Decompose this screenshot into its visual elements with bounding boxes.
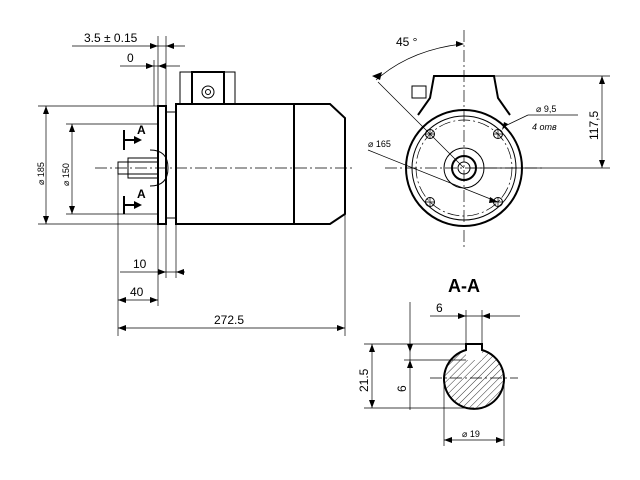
mount-hole-tl xyxy=(425,129,435,139)
terminal-box-inner xyxy=(191,71,225,105)
section-arrow-bottom xyxy=(123,196,134,214)
dim-height-1175: 117,5 xyxy=(587,111,601,140)
dim-shaft-dia: ⌀ 19 xyxy=(462,429,480,439)
fan-cover xyxy=(293,103,346,225)
section-label-a-bottom: A xyxy=(137,187,146,201)
dim-hole-dia: ⌀ 9,5 xyxy=(536,104,556,114)
dim-hole-count: 4 отв xyxy=(532,122,557,132)
front-terminal-box xyxy=(417,75,511,116)
section-shaft-outline xyxy=(443,343,505,410)
dim-angle: 45 ° xyxy=(396,35,418,49)
section-label-a-top: A xyxy=(137,123,146,137)
dim-zero: 0 xyxy=(127,51,134,65)
shaft-key-outline xyxy=(127,157,159,179)
shaft-bearing xyxy=(149,149,169,187)
dim-10: 10 xyxy=(133,257,147,271)
dim-dia-165: ⌀ 165 xyxy=(368,139,391,149)
section-title: A-A xyxy=(448,276,480,296)
section-arrow-top xyxy=(123,130,134,150)
front-view: 45 ° ⌀ 165 ⌀ 9,5 4 отв 117,5 xyxy=(367,30,610,250)
angle-arc xyxy=(375,43,463,81)
dim-key-width: 6 xyxy=(436,301,443,315)
motor-body xyxy=(175,103,295,225)
dim-key-depth: 6 xyxy=(395,385,409,392)
mount-hole-bl xyxy=(425,197,435,207)
dim-dia-185: ⌀ 185 xyxy=(36,162,46,185)
section-a-a: A-A 6 6 21.5 xyxy=(357,276,520,446)
terminal-box xyxy=(179,71,236,105)
side-view: A A ⌀ 185 ⌀ 150 3.5 ± 0.15 0 xyxy=(36,31,355,336)
dim-dia-150: ⌀ 150 xyxy=(61,163,71,186)
dim-length: 272.5 xyxy=(214,313,244,327)
dim-40: 40 xyxy=(130,285,144,299)
dim-flange-offset: 3.5 ± 0.15 xyxy=(84,31,138,45)
dim-shaft-height: 21.5 xyxy=(357,368,371,392)
mount-hole-tr xyxy=(493,129,503,139)
terminal-gland xyxy=(201,85,215,99)
flange-plate xyxy=(157,105,167,225)
